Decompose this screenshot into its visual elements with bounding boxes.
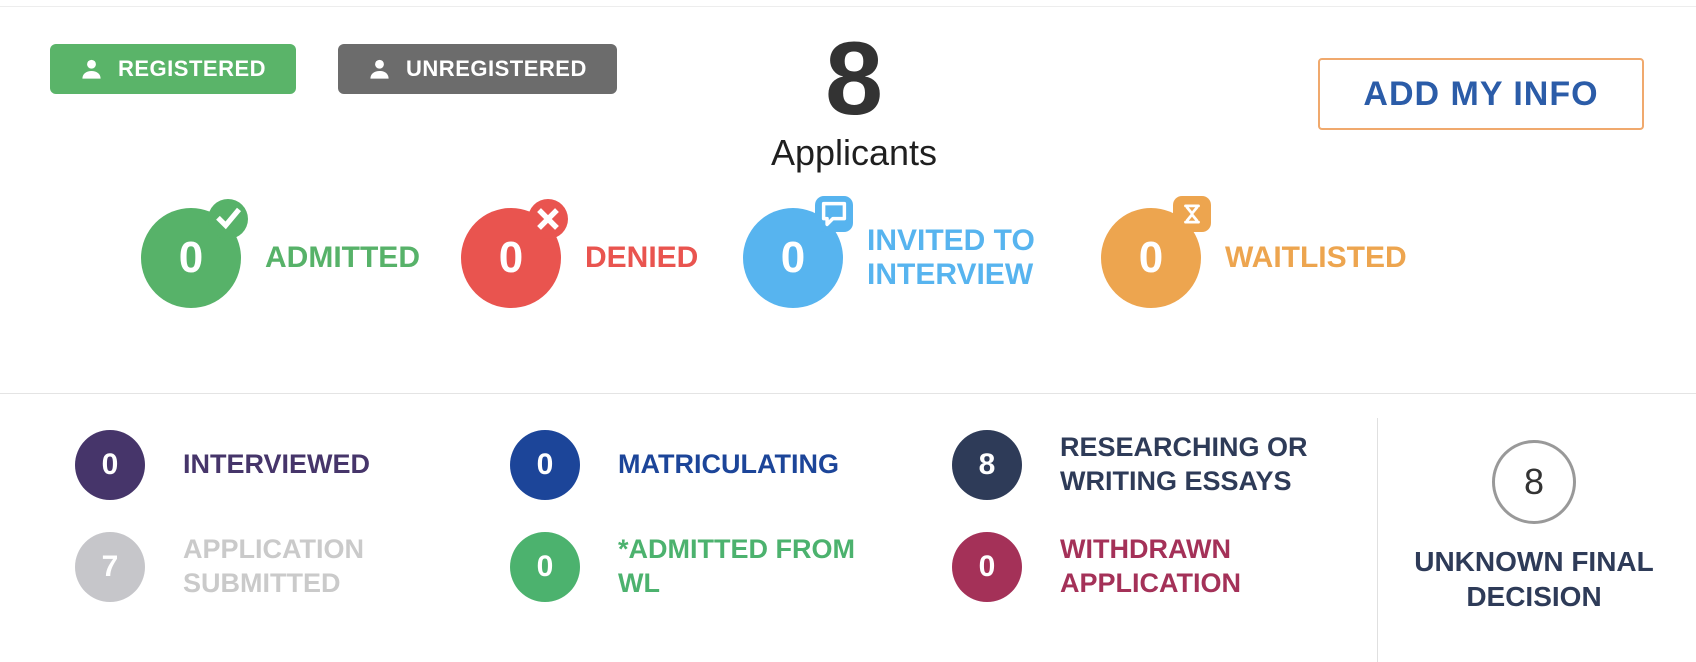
researching-label: RESEARCHING OR WRITING ESSAYS [1060,432,1308,496]
badge-researching-or-writing-essays[interactable]: 8 RESEARCHING OR WRITING ESSAYS [952,430,1325,500]
badge-waitlisted[interactable]: 0 WAITLISTED [1101,196,1407,308]
denied-count-circle: 0 [461,199,568,308]
admitted-count-circle: 0 [141,199,248,308]
withdrawn-label: WITHDRAWN APPLICATION [1060,534,1241,598]
admitted-count: 0 [178,233,204,282]
application-submitted-count-circle: 7 [75,532,145,602]
application-submitted-count: 7 [101,550,119,583]
matriculating-count-circle: 0 [510,430,580,500]
waitlisted-count: 0 [1138,233,1164,282]
applicants-count: 8 [825,21,883,137]
badge-invited-to-interview[interactable]: 0 INVITED TO INTERVIEW [743,196,1102,308]
admitted-from-wl-count: 0 [536,550,554,583]
researching-count-circle: 8 [952,430,1022,500]
invited-count-circle: 0 [743,196,853,308]
top-divider [0,6,1696,7]
matriculating-count: 0 [536,448,554,481]
interviewed-count: 0 [101,448,119,481]
badge-denied[interactable]: 0 DENIED [461,199,699,308]
invited-count: 0 [780,233,806,282]
badge-application-submitted[interactable]: 7 APPLICATION SUBMITTED [75,532,393,602]
application-submitted-label: APPLICATION SUBMITTED [183,534,364,598]
add-my-info-button[interactable]: ADD MY INFO [1318,58,1644,130]
waitlisted-label: WAITLISTED [1225,240,1407,274]
section-divider [0,393,1696,394]
person-icon [80,58,103,81]
withdrawn-count-circle: 0 [952,532,1022,602]
withdrawn-count: 0 [978,550,996,583]
badge-admitted[interactable]: 0 ADMITTED [141,199,420,308]
invited-label: INVITED TO INTERVIEW [867,223,1035,292]
badge-unknown-final-decision[interactable]: 8 UNKNOWN FINAL DECISION [1384,440,1684,614]
badge-matriculating[interactable]: 0 MATRICULATING [510,430,839,500]
applicants-summary: 8 Applicants [698,26,1010,174]
badge-interviewed[interactable]: 0 INTERVIEWED [75,430,370,500]
registered-button[interactable]: REGISTERED [50,44,297,94]
waitlisted-count-circle: 0 [1101,196,1211,308]
badge-admitted-from-wl[interactable]: 0 *ADMITTED FROM WL [510,532,878,602]
matriculating-label: MATRICULATING [618,449,839,480]
unknown-label: UNKNOWN FINAL DECISION [1414,546,1654,612]
badge-withdrawn-application[interactable]: 0 WITHDRAWN APPLICATION [952,532,1290,602]
registered-button-label: REGISTERED [118,56,267,81]
admitted-from-wl-count-circle: 0 [510,532,580,602]
denied-count: 0 [498,233,524,282]
interviewed-label: INTERVIEWED [183,449,371,480]
denied-label: DENIED [585,240,699,274]
vertical-divider [1377,418,1378,662]
chat-bubble-icon [815,196,853,232]
unknown-count: 8 [1523,461,1545,502]
applicants-count-label: Applicants [770,132,938,174]
registration-filter-group: REGISTERED UNREGISTERED [50,44,617,94]
interviewed-count-circle: 0 [75,430,145,500]
hourglass-icon [1173,196,1211,232]
unregistered-button[interactable]: UNREGISTERED [338,44,617,94]
x-icon [528,199,568,239]
check-icon [208,199,248,239]
researching-count: 8 [978,448,996,481]
person-icon [368,58,391,81]
admitted-label: ADMITTED [265,240,420,274]
admitted-from-wl-label: *ADMITTED FROM WL [618,534,855,598]
unregistered-button-label: UNREGISTERED [406,56,587,81]
unknown-count-circle: 8 [1492,440,1576,524]
